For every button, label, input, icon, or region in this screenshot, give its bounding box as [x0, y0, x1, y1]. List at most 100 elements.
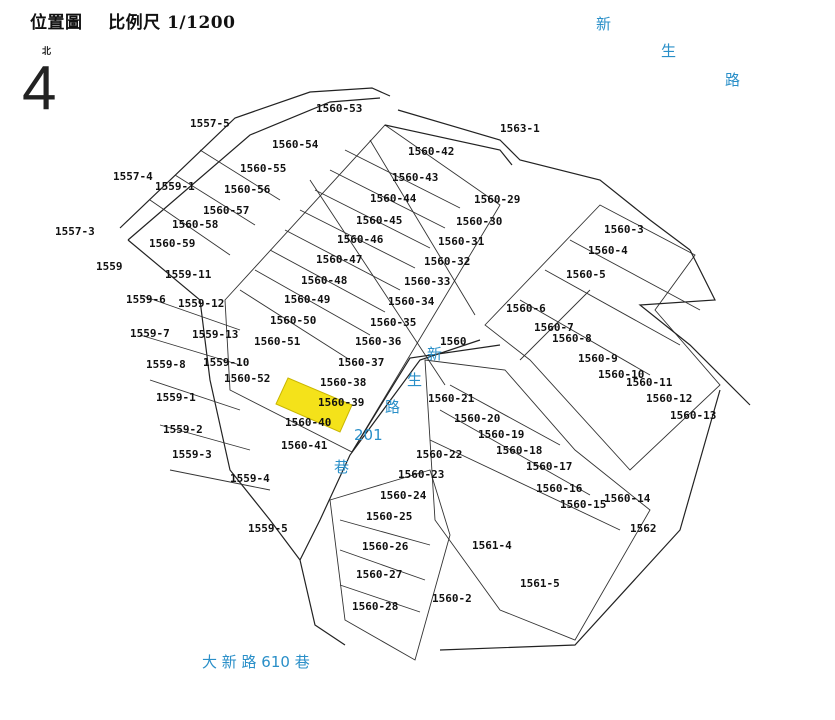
road-label-xinsheng-2: 生: [661, 42, 676, 60]
road-label-201-4: 201: [354, 426, 383, 444]
parcel-label: 1560-44: [370, 192, 417, 205]
parcel-label: 1559-10: [203, 356, 249, 369]
parcel-label: 1559-3: [172, 448, 212, 461]
parcel-label: 1560-16: [536, 482, 583, 495]
parcel-label: 1560-31: [438, 235, 485, 248]
parcel-label: 1560-36: [355, 335, 402, 348]
parcel-label: 1560-55: [240, 162, 286, 175]
parcel-label: 1559-7: [130, 327, 170, 340]
road-label-201-3: 路: [385, 398, 400, 416]
map-title: 位置圖: [30, 13, 83, 33]
parcel-label: 1559-1: [155, 180, 195, 193]
road-label-daxin-610: 大 新 路 610 巷: [202, 653, 310, 671]
parcel-label: 1560-10: [598, 368, 644, 381]
parcel-label: 1560-21: [428, 392, 475, 405]
parcel-label: 1560-23: [398, 468, 444, 481]
parcel-label: 1559-4: [230, 472, 270, 485]
parcel-label: 1560-46: [337, 233, 384, 246]
parcel-label: 1561-5: [520, 577, 560, 590]
parcel-label: 1560-34: [388, 295, 435, 308]
parcel-label: 1560-24: [380, 489, 427, 502]
parcel-label: 1560-15: [560, 498, 606, 511]
parcel-label: 1560-37: [338, 356, 384, 369]
parcel-label: 1560-53: [316, 102, 362, 115]
parcel-label: 1559-12: [178, 297, 224, 310]
parcel-label: 1563-1: [500, 122, 540, 135]
parcel-label: 1560-38: [320, 376, 366, 389]
parcel-label: 1560-51: [254, 335, 301, 348]
block-boundaries: [119, 87, 751, 661]
parcel-label: 1560-40: [285, 416, 331, 429]
parcel-lines: [139, 139, 701, 613]
parcel-label: 1557-3: [55, 225, 95, 238]
parcel-label: 1560-12: [646, 392, 692, 405]
north-label: 北: [42, 47, 52, 57]
parcel-label: 1560: [440, 335, 467, 348]
parcel-label: 1559-5: [248, 522, 288, 535]
north-arrow-icon: 4: [22, 54, 57, 123]
highlighted-parcel[interactable]: [275, 377, 353, 433]
parcel-label: 1560-7: [534, 321, 574, 334]
parcel-label: 1560-30: [456, 215, 502, 228]
parcel-label: 1559-13: [192, 328, 238, 341]
parcel-label: 1560-58: [172, 218, 218, 231]
parcel-label: 1560-45: [356, 214, 402, 227]
parcel-label: 1560-27: [356, 568, 402, 581]
parcel-label: 1560-59: [149, 237, 195, 250]
parcel-label: 1562: [630, 522, 657, 535]
parcel-label: 1560-28: [352, 600, 398, 613]
parcel-label: 1560-26: [362, 540, 409, 553]
parcel-label: 1560-18: [496, 444, 542, 457]
parcel-label: 1559-8: [146, 358, 186, 371]
parcel-label: 1559-2: [163, 423, 203, 436]
road-label-201-2: 生: [407, 371, 422, 389]
road-labels: 新 生 路 新 生 路 201 巷 大 新 路 610 巷: [202, 15, 740, 671]
parcel-label: 1560-49: [284, 293, 330, 306]
parcel-label: 1560-57: [203, 204, 249, 217]
parcel-labels: 1557-5 1560-53 1560-54 1560-55 1560-56 1560-5…: [55, 102, 716, 613]
parcel-label: 1557-5: [190, 117, 230, 130]
map-header: 位置圖 比例尺 1/1200: [30, 8, 235, 33]
parcel-label: 1560-41: [281, 439, 328, 452]
parcel-label: 1560-54: [272, 138, 319, 151]
parcel-label: 1560-33: [404, 275, 450, 288]
parcel-label: 1560-2: [432, 592, 472, 605]
parcel-label: 1560-29: [474, 193, 520, 206]
parcel-label: 1560-42: [408, 145, 454, 158]
road-label-xinsheng-1: 新: [596, 15, 611, 33]
road-label-201-1: 新: [427, 345, 442, 363]
parcel-label: 1560-4: [588, 244, 628, 257]
parcel-label: 1560-47: [316, 253, 362, 266]
parcel-label: 1560-5: [566, 268, 606, 281]
parcel-label: 1560-9: [578, 352, 618, 365]
parcel-label: 1560-17: [526, 460, 572, 473]
parcel-label: 1560-25: [366, 510, 412, 523]
parcel-label: 1560-20: [454, 412, 500, 425]
parcel-label: 1560-48: [301, 274, 347, 287]
scale-label: 比例尺 1/1200: [108, 13, 236, 33]
parcel-label: 1560-22: [416, 448, 462, 461]
parcel-label: 1559: [96, 260, 123, 273]
parcel-label: 1560-32: [424, 255, 470, 268]
parcel-label: 1560-35: [370, 316, 416, 329]
parcel-label: 1559-1: [156, 391, 196, 404]
road-label-201-5: 巷: [334, 458, 349, 476]
parcel-label: 1560-52: [224, 372, 270, 385]
road-label-xinsheng-3: 路: [725, 71, 740, 89]
parcel-label: 1560-11: [626, 376, 673, 389]
parcel-label: 1560-14: [604, 492, 651, 505]
parcel-label: 1561-4: [472, 539, 512, 552]
parcel-label: 1560-8: [552, 332, 592, 345]
parcel-label: 1557-4: [113, 170, 153, 183]
parcel-label: 1560-3: [604, 223, 644, 236]
parcel-label: 1559-6: [126, 293, 166, 306]
parcel-label: 1560-56: [224, 183, 271, 196]
parcel-label: 1559-11: [165, 268, 212, 281]
parcel-label: 1560-43: [392, 171, 438, 184]
parcel-label: 1560-13: [670, 409, 716, 422]
parcel-label: 1560-39: [318, 396, 364, 409]
parcel-label: 1560-6: [506, 302, 546, 315]
parcel-label: 1560-50: [270, 314, 316, 327]
parcel-label: 1560-19: [478, 428, 524, 441]
